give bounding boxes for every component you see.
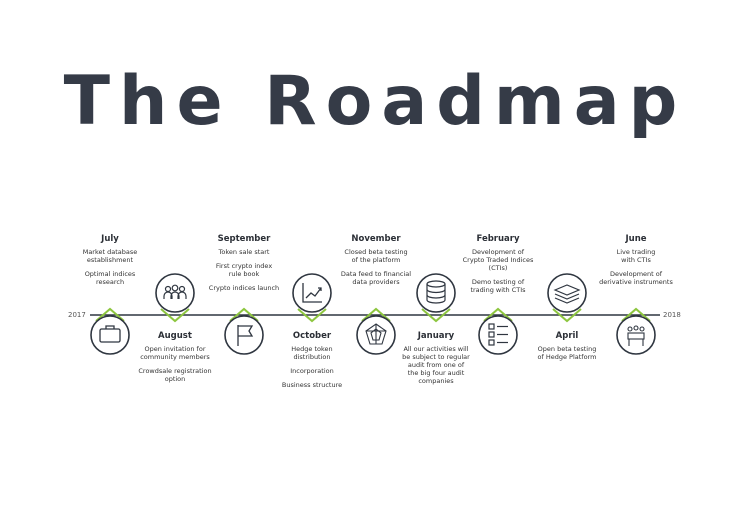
milestone-node-june <box>616 307 656 355</box>
milestone-item: Closed beta testing of the platform <box>344 248 408 264</box>
milestone-january: January All our activities will be subje… <box>386 331 486 391</box>
milestone-november: November Closed beta testing of the plat… <box>326 234 426 292</box>
milestone-node-august <box>155 273 195 323</box>
flag-icon <box>237 325 254 346</box>
milestone-month: September <box>217 234 271 244</box>
milestone-august: August Open invitation for community mem… <box>125 331 225 389</box>
milestone-item: Demo testing of trading with CTIs <box>470 278 526 294</box>
milestone-month: April <box>555 331 579 341</box>
milestone-september: September Token sale start First crypto … <box>194 234 294 298</box>
milestone-item: Optimal indices research <box>84 270 136 286</box>
milestone-october: October Hedge token distribution Incorpo… <box>262 331 362 395</box>
milestone-item: Live trading with CTIs <box>616 248 656 264</box>
milestone-item: Data feed to financial data providers <box>340 270 412 286</box>
milestone-item: Crowdsale registration option <box>138 367 212 383</box>
milestone-item: Development of Crypto Traded Indices (CT… <box>462 248 534 272</box>
layers-icon <box>553 284 581 304</box>
milestone-item: Market database establishment <box>82 248 138 264</box>
year-end-label: 2018 <box>663 311 681 319</box>
people-icon <box>163 284 187 299</box>
page-title: The Roadmap <box>63 62 687 141</box>
milestone-item: Incorporation <box>290 367 334 375</box>
milestone-item: Open beta testing of Hedge Platform <box>537 345 597 361</box>
milestone-item: First crypto index rule book <box>215 262 273 278</box>
milestone-item: Crypto indices launch <box>208 284 280 292</box>
milestone-node-july <box>90 307 130 355</box>
milestone-july: July Market database establishment Optim… <box>60 234 160 292</box>
milestone-node-october <box>292 273 332 323</box>
briefcase-icon <box>99 325 121 343</box>
milestone-month: February <box>476 234 520 244</box>
meeting-icon <box>627 325 645 346</box>
milestone-item: Hedge token distribution <box>291 345 333 361</box>
milestone-month: October <box>292 331 332 341</box>
milestone-month: January <box>417 331 455 341</box>
checklist-icon <box>488 323 508 346</box>
milestone-node-january <box>416 273 456 323</box>
year-start-label: 2017 <box>68 311 86 319</box>
milestone-item: Open invitation for community members <box>140 345 210 361</box>
milestone-february: February Development of Crypto Traded In… <box>448 234 548 300</box>
milestone-node-november <box>356 307 396 355</box>
milestone-month: August <box>158 331 192 341</box>
radar-icon <box>365 323 387 345</box>
milestone-node-april <box>547 273 587 323</box>
milestone-item: Business structure <box>281 381 343 389</box>
milestone-item: Token sale start <box>218 248 270 256</box>
milestone-april: April Open beta testing of Hedge Platfor… <box>517 331 617 367</box>
milestone-month: November <box>351 234 401 244</box>
milestone-month: June <box>625 234 647 244</box>
milestone-month: July <box>101 234 119 244</box>
milestone-node-february <box>478 307 518 355</box>
milestone-node-september <box>224 307 264 355</box>
database-icon <box>426 280 446 304</box>
milestone-item: All our activities will be subject to re… <box>402 345 470 385</box>
chart-icon <box>302 283 322 303</box>
milestone-item: Development of derivative instruments <box>599 270 673 286</box>
milestone-june: June Live trading with CTIs Development … <box>586 234 686 292</box>
